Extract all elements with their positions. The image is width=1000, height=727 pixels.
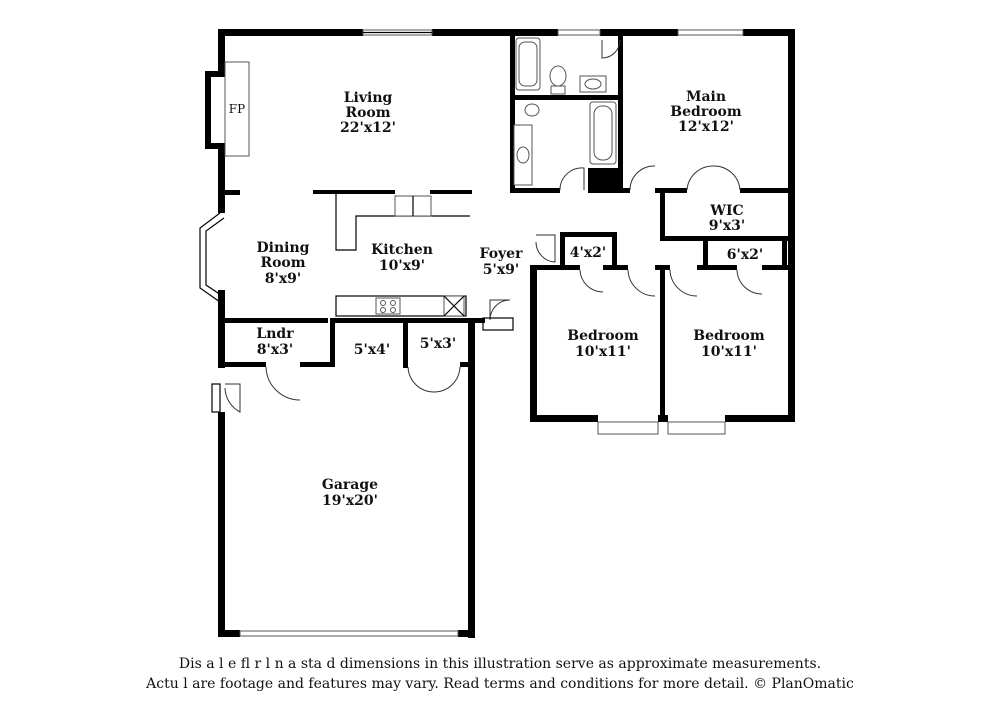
- laundry-dims: 8'x3': [257, 342, 293, 358]
- bedroom-right-name: Bedroom: [693, 328, 765, 344]
- fireplace: [224, 61, 250, 157]
- wic-name: WIC: [709, 203, 743, 219]
- living-room-dims: 22'x12': [340, 120, 396, 136]
- bedroom-left-dims: 10'x11': [575, 344, 631, 360]
- garage-dims: 19'x20': [322, 493, 378, 509]
- wic-dims: 9'x3': [709, 218, 745, 234]
- main-bedroom-dims: 12'x12': [678, 119, 734, 135]
- kitchen-dims: 10'x9': [379, 258, 425, 274]
- living-room-name-1: Living: [344, 90, 393, 106]
- main-bedroom-name-2: Bedroom: [670, 104, 742, 120]
- bay-window: [199, 212, 221, 303]
- door-swings: [211, 39, 763, 413]
- bedroom-left-name: Bedroom: [567, 328, 639, 344]
- main-bedroom-name-1: Main: [686, 89, 726, 105]
- laundry-name: Lndr: [256, 326, 294, 342]
- foyer-name: Foyer: [480, 246, 524, 262]
- closet-6x2-dims: 6'x2': [727, 247, 763, 263]
- exterior-walls: [205, 29, 795, 638]
- dining-room-dims: 8'x9': [265, 271, 301, 287]
- windows: [239, 29, 744, 637]
- closet-5x4-dims: 5'x4': [354, 342, 390, 358]
- interior-walls: [218, 36, 795, 420]
- disclaimer-line-1: Dis a l e fl r l n a sta d dimensions in…: [178, 656, 822, 672]
- foyer-dims: 5'x9': [483, 262, 519, 278]
- garage-name: Garage: [322, 477, 378, 493]
- kitchen-fixtures: [335, 194, 470, 317]
- dining-room-name-2: Room: [260, 255, 305, 271]
- kitchen-name: Kitchen: [371, 242, 433, 258]
- bathroom-fixtures: [513, 37, 617, 186]
- fp-label: FP: [229, 102, 245, 116]
- living-room-name-2: Room: [345, 105, 390, 121]
- closet-4x2-dims: 4'x2': [570, 245, 606, 261]
- closet-5x3-dims: 5'x3': [420, 336, 456, 352]
- bedroom-right-dims: 10'x11': [701, 344, 757, 360]
- dining-room-name-1: Dining: [257, 240, 310, 256]
- disclaimer-line-2: Actu l are footage and features may vary…: [146, 676, 854, 692]
